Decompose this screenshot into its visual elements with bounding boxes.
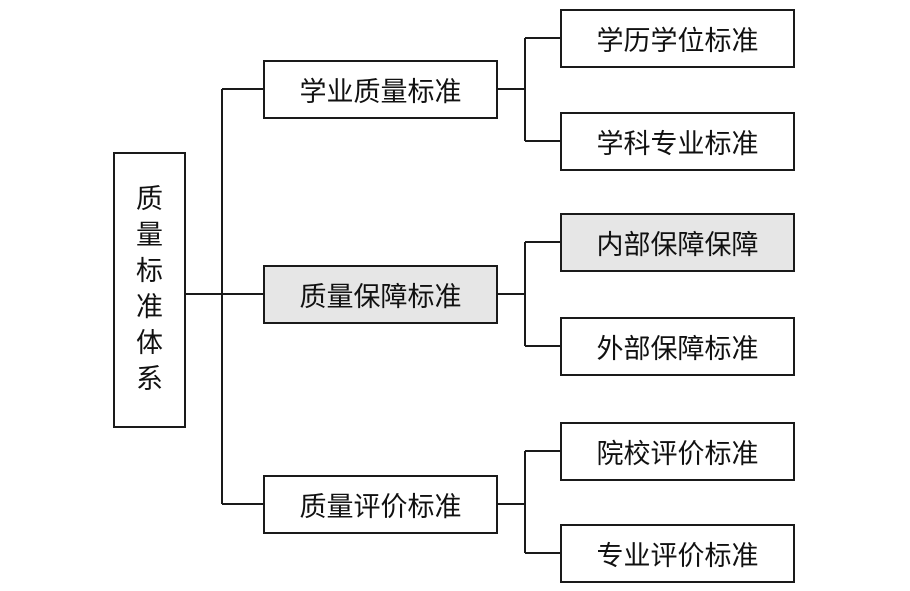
level2-node-label: 学科专业标准 — [596, 129, 759, 160]
level1-node: 学业质量标准 — [263, 60, 498, 119]
root-label-char: 质 — [136, 184, 163, 215]
level2-node: 学科专业标准 — [560, 112, 795, 171]
root-node: 质 量 标 准 体 系 — [113, 152, 186, 428]
level2-node-label: 专业评价标准 — [596, 541, 759, 572]
level2-node: 院校评价标准 — [560, 422, 795, 481]
level1-node-label: 学业质量标准 — [299, 77, 462, 108]
level2-node: 专业评价标准 — [560, 524, 795, 583]
level1-node-label: 质量保障标准 — [299, 282, 462, 313]
root-label-char: 准 — [136, 292, 163, 323]
root-label-char: 系 — [136, 364, 163, 395]
level2-node-label: 内部保障保障 — [596, 230, 759, 261]
level1-node: 质量评价标准 — [263, 475, 498, 534]
level1-node: 质量保障标准 — [263, 265, 498, 324]
level2-node: 学历学位标准 — [560, 9, 795, 68]
level2-node-label: 学历学位标准 — [596, 26, 759, 57]
root-label-char: 体 — [136, 328, 163, 359]
root-label-char: 量 — [136, 220, 163, 251]
level2-node-label: 院校评价标准 — [596, 439, 759, 470]
level2-node: 外部保障标准 — [560, 317, 795, 376]
root-label-char: 标 — [136, 256, 163, 287]
level1-node-label: 质量评价标准 — [299, 492, 462, 523]
level2-node-label: 外部保障标准 — [596, 334, 759, 365]
level2-node: 内部保障保障 — [560, 213, 795, 272]
